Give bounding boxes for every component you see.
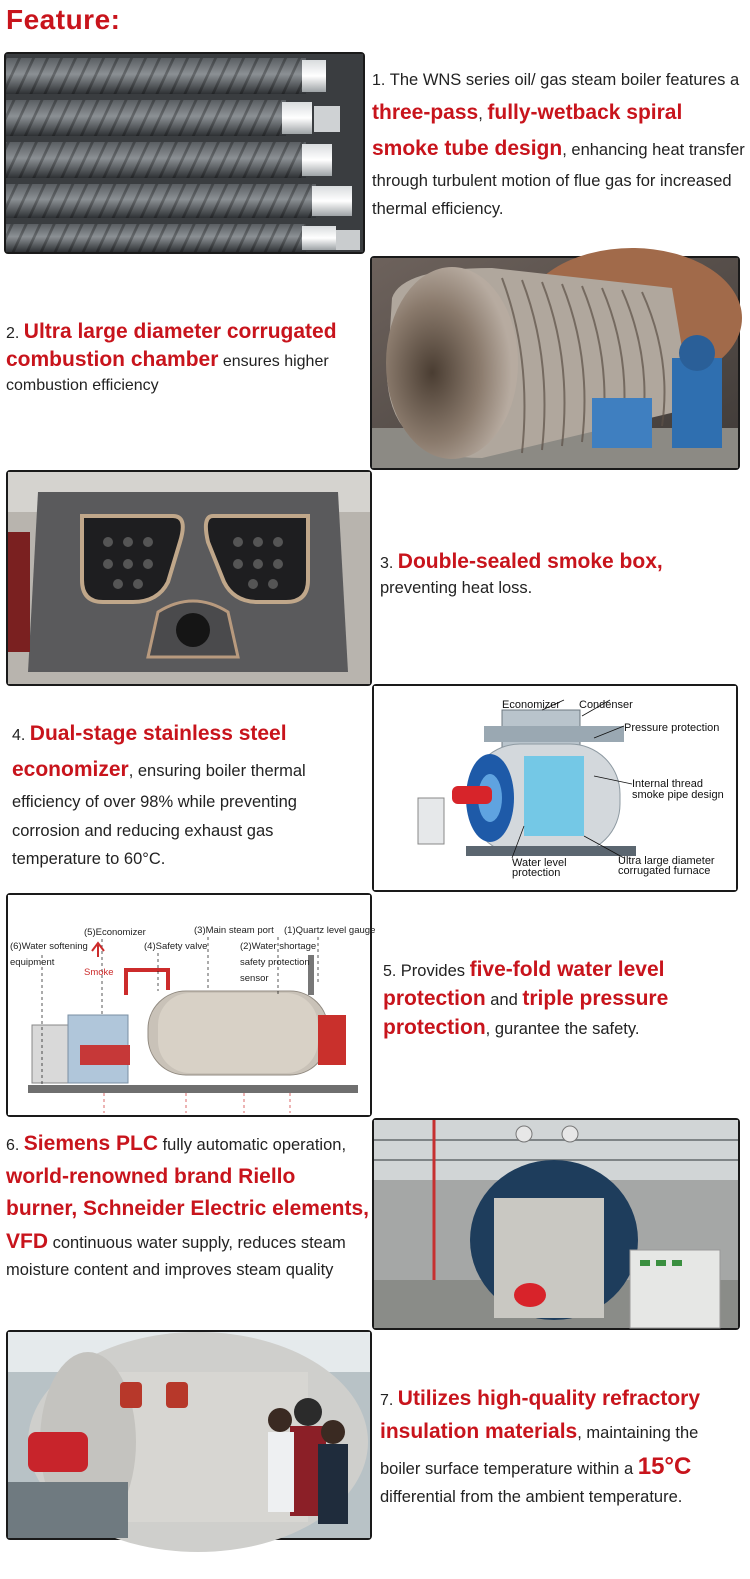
diagram5-softening-label-2: equipment xyxy=(10,957,55,968)
body-text: The WNS series oil/ gas steam boiler fea… xyxy=(389,71,740,89)
feature-1-text: 1. The WNS series oil/ gas steam boiler … xyxy=(372,66,746,223)
diagram5-main-steam-label: (3)Main steam port xyxy=(194,925,274,936)
diagram5-shortage-label-1: (2)Water shortage xyxy=(240,941,316,952)
feature-number: 6. xyxy=(6,1137,24,1154)
feature-number: 1. xyxy=(372,72,390,89)
body-text: continuous water supply, reduces steam m… xyxy=(6,1233,346,1280)
diagram5-shortage-label-3: sensor xyxy=(240,973,269,984)
highlight-text: 15°C xyxy=(637,1453,692,1481)
diagram4-thread-label-1: Internal thread xyxy=(632,778,703,790)
diagram4-water-label-1: Water level xyxy=(512,857,567,869)
body-text: preventing heat loss. xyxy=(380,579,533,598)
diagram5-economizer-label: (5)Economizer xyxy=(84,927,146,938)
body-text: , ensuring boiler thermal efficiency of … xyxy=(12,762,306,868)
diagram4-economizer-label: Economizer xyxy=(502,699,560,711)
spiral-tubes-photo xyxy=(4,52,365,254)
feature-number: 3. xyxy=(380,555,398,572)
feature-7-text: 7. Utilizes high-quality refractory insu… xyxy=(380,1383,742,1511)
feature-number: 7. xyxy=(380,1392,398,1409)
diagram5-quartz-label: (1)Quartz level gauge xyxy=(284,925,375,936)
body-text: , gurantee the safety. xyxy=(485,1019,640,1038)
body-text: fully automatic operation, xyxy=(158,1136,347,1154)
highlight-text: Utilizes high-quality refractory insulat… xyxy=(380,1387,701,1443)
diagram4-furnace-label-1: Ultra large diameter xyxy=(618,855,715,867)
highlight-text: Dual-stage stainless steel economizer xyxy=(12,722,287,782)
protection-diagram: (5)Economizer (3)Main steam port (1)Quar… xyxy=(6,893,375,1117)
diagram4-condenser-label: Condenser xyxy=(579,699,633,711)
feature-number: 5. xyxy=(383,963,401,980)
body-text: and xyxy=(485,990,523,1009)
highlight-text: five-fold water level protection xyxy=(383,958,665,1010)
body-text: , maintaining the boiler surface tempera… xyxy=(380,1423,699,1479)
insulation-photo xyxy=(6,1330,372,1552)
highlight-text: Double-sealed smoke box, xyxy=(397,550,663,573)
highlight-text: three-pass xyxy=(372,100,479,124)
diagram5-safety-valve-label: (4)Safety valve xyxy=(144,941,207,952)
body-text: , xyxy=(478,104,488,123)
feature-4-text: 4. Dual-stage stainless steel economizer… xyxy=(12,716,357,873)
page-title: Feature: xyxy=(6,4,121,35)
feature-5-text: 5. Provides five-fold water level protec… xyxy=(383,956,735,1043)
body-text: ensures higher combustion efficiency xyxy=(6,353,329,394)
diagram5-softening-label-1: (6)Water softening xyxy=(10,941,88,952)
body-text: differential from the ambient temperatur… xyxy=(380,1488,683,1507)
diagram4-furnace-label-2: corrugated furnace xyxy=(618,865,710,877)
feature-number: 4. xyxy=(12,727,30,744)
feature-3-text: 3. Double-sealed smoke box, preventing h… xyxy=(380,547,740,601)
highlight-text: Ultra large diameter corrugated combusti… xyxy=(6,320,337,372)
highlight-text: world-renowned brand Riello burner, Schn… xyxy=(6,1164,369,1253)
feature-number: 2. xyxy=(6,325,24,342)
corrugated-chamber-photo xyxy=(370,248,742,470)
diagram4-water-label-2: protection xyxy=(512,867,560,879)
riello-burner-photo xyxy=(372,1118,740,1330)
diagram5-smoke-label: Smoke xyxy=(84,967,114,978)
diagram5-shortage-label-2: safety protection xyxy=(240,957,310,968)
diagram4-pressure-label: Pressure protection xyxy=(624,722,719,734)
economizer-diagram: Economizer Condenser Pressure protection… xyxy=(372,684,738,892)
diagram4-thread-label-2: smoke pipe design xyxy=(632,789,724,801)
feature-6-text: 6. Siemens PLC fully automatic operation… xyxy=(6,1128,372,1284)
smoke-box-photo xyxy=(6,470,372,686)
highlight-text: Siemens PLC xyxy=(23,1132,159,1155)
feature-2-text: 2. Ultra large diameter corrugated combu… xyxy=(6,318,366,396)
body-text: Provides xyxy=(400,962,470,980)
highlight-text: triple pressure protection xyxy=(383,986,669,1039)
highlight-text: fully-wetback spiral smoke tube design xyxy=(372,100,683,160)
body-text: , enhancing heat transfer through turbul… xyxy=(372,140,745,219)
